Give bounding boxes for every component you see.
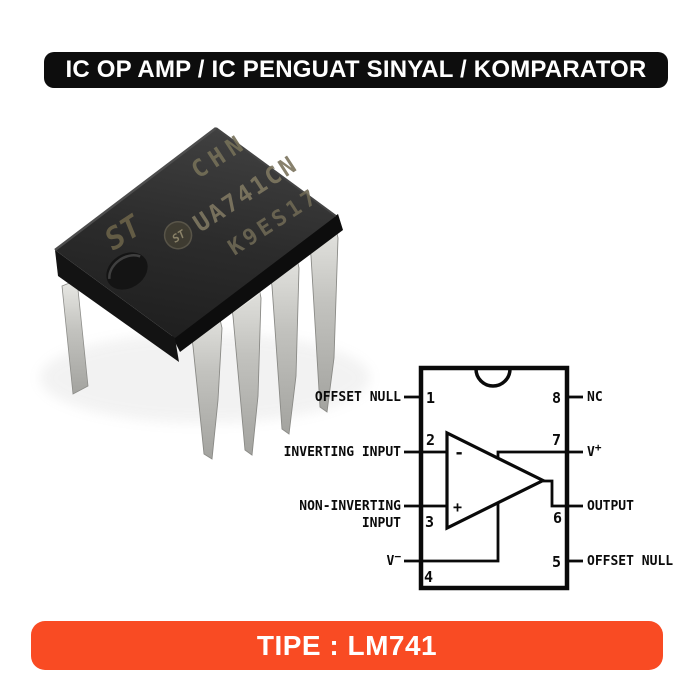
notch-icon — [474, 368, 512, 388]
pin-3-label-line1: NON-INVERTING — [299, 499, 401, 514]
bottom-banner: TIPE : LM741 — [31, 621, 663, 670]
pin-8-number: 8 — [552, 389, 561, 407]
opamp-noninverting-symbol: + — [453, 498, 462, 516]
pin-8-label: NC — [587, 390, 603, 405]
pin-5-label: OFFSET NULL — [587, 554, 673, 569]
chip-photo: ST CHN ST UA741CN K9ES17 — [40, 127, 370, 460]
type-label: TIPE : LM741 — [256, 629, 438, 661]
pin-4-label-base: V — [387, 554, 395, 569]
chip-edge-highlight — [54, 127, 217, 251]
pin-4-wire — [404, 503, 500, 563]
pin-4-label: V− — [387, 550, 402, 569]
chip-pin1-dimple-icon — [106, 252, 148, 290]
top-banner-title: IC OP AMP / IC PENGUAT SINYAL / KOMPARAT… — [65, 56, 647, 83]
pin-3-number: 3 — [425, 513, 434, 531]
st-logo-icon: ST — [163, 220, 193, 250]
pin-3-label-line2: INPUT — [362, 516, 401, 531]
pin-7-label-base: V — [587, 445, 595, 460]
opamp-triangle — [445, 430, 547, 531]
pin-2-number: 2 — [426, 431, 435, 449]
pin-7-number: 7 — [552, 431, 561, 449]
top-banner: IC OP AMP / IC PENGUAT SINYAL / KOMPARAT… — [44, 52, 668, 88]
opamp-inverting-symbol: - — [454, 443, 464, 463]
pin-6-label: OUTPUT — [587, 499, 634, 514]
pin-4-label-sup: − — [394, 550, 401, 563]
pin-6-wire — [543, 479, 583, 508]
pinout-diagram: - + 1 2 3 4 8 7 6 5 OFFSET NULL INVERTIN… — [284, 365, 673, 591]
pin-5-number: 5 — [552, 553, 561, 571]
chip-side-pin-face — [172, 214, 343, 352]
pin-6-number: 6 — [553, 509, 562, 527]
pin-2-label: INVERTING INPUT — [284, 445, 402, 460]
pin-4-number: 4 — [424, 568, 433, 586]
pin-1-label: OFFSET NULL — [315, 390, 401, 405]
st-logo-text: ST — [170, 227, 189, 245]
chip-side-left-face — [55, 250, 179, 362]
pin-7-label: V+ — [587, 441, 602, 460]
pin-7-label-sup: + — [595, 441, 602, 454]
pin-1-number: 1 — [426, 389, 435, 407]
chip-edge-highlight-2 — [215, 127, 337, 217]
